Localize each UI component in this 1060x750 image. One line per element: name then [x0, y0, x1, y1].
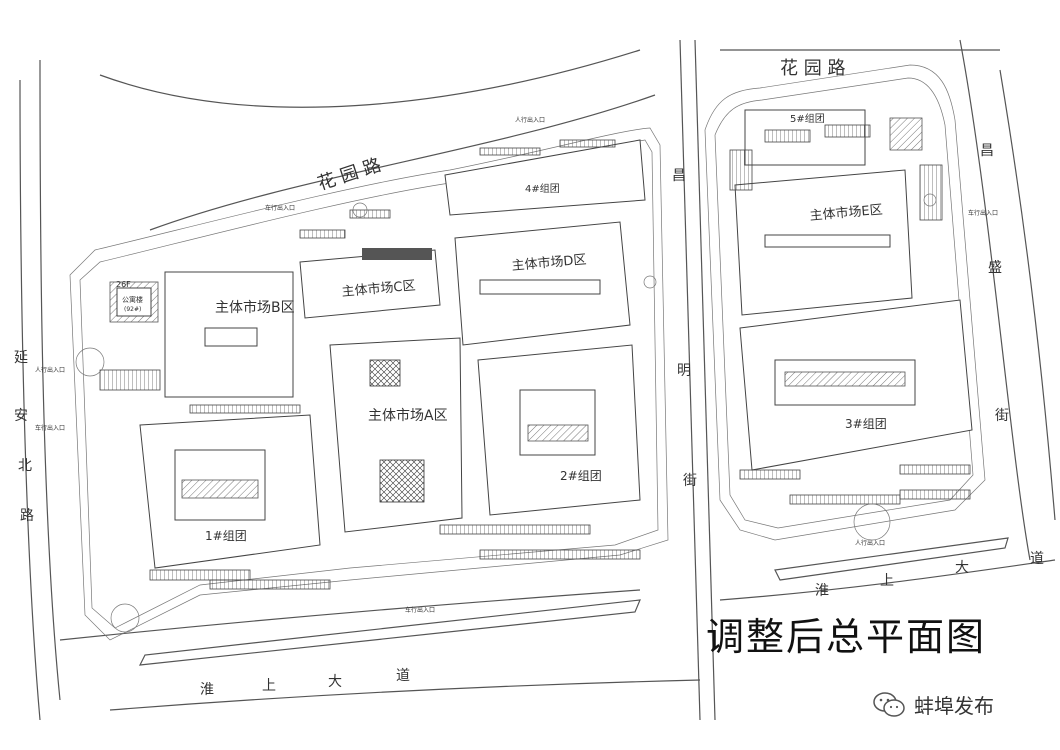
road-label-west-2: 安 [14, 408, 28, 424]
road-label-west-1: 延 [14, 350, 28, 366]
entrance-vehicle-east: 车行出入口 [968, 209, 998, 217]
zone-a-building [329, 337, 463, 533]
group-4-building [444, 139, 646, 216]
road-label-north-west: 花 园 路 [315, 155, 384, 195]
tower-name: 公寓楼 [122, 295, 143, 304]
road-label-east-1: 昌 [980, 143, 994, 159]
wechat-icon [873, 691, 905, 717]
zone-e-label: 主体市场E区 [809, 202, 883, 224]
entrance-vehicle-north: 车行出入口 [265, 204, 295, 212]
road-label-west-4: 路 [20, 508, 34, 524]
road-label-mid-2: 明 [677, 363, 691, 379]
entrance-pedestrian-north: 人行出入口 [515, 116, 545, 124]
road-label-south-east-4: 道 [1030, 551, 1044, 567]
zone-d-label: 主体市场D区 [511, 252, 587, 274]
road-label-mid-1: 昌 [672, 168, 686, 184]
entrance-pedestrian-west: 人行出入口 [35, 366, 65, 374]
tower-note: (92#) [124, 306, 141, 313]
west-site [69, 127, 669, 641]
group-5-label: 5#组团 [790, 112, 825, 125]
road-label-south-west-4: 道 [396, 668, 410, 684]
road-label-west-3: 北 [18, 458, 32, 474]
entrance-vehicle-south: 车行出入口 [405, 606, 435, 614]
group-2-label: 2#组团 [560, 469, 602, 483]
zone-b-label: 主体市场B区 [215, 299, 295, 316]
tower-floors: 26F [116, 280, 131, 289]
road-label-north-east: 花 园 路 [780, 58, 845, 79]
road-label-south-west-3: 大 [328, 674, 342, 690]
road-label-east-3: 街 [995, 408, 1009, 424]
road-label-south-west-1: 淮 [200, 682, 214, 698]
road-label-east-2: 盛 [988, 260, 1002, 276]
zone-a-label: 主体市场A区 [368, 407, 448, 424]
zone-c-label: 主体市场C区 [341, 278, 416, 300]
group-1-label: 1#组团 [205, 529, 247, 543]
drawing-title: 调整后总平面图 [706, 615, 987, 659]
group-4-label: 4#组团 [525, 182, 560, 195]
entrance-pedestrian-south-east: 人行出入口 [855, 539, 885, 547]
road-label-south-east-2: 上 [880, 573, 894, 589]
watermark: 蚌埠发布 [872, 690, 994, 719]
road-label-south-east-1: 淮 [815, 583, 829, 599]
road-network [19, 39, 1056, 721]
road-label-south-east-3: 大 [955, 560, 969, 576]
group-3-label: 3#组团 [845, 417, 887, 431]
road-label-mid-3: 街 [683, 473, 697, 489]
zone-labels: 主体市场B区 主体市场C区 主体市场D区 主体市场A区 主体市场E区 1#组团 … [35, 112, 998, 614]
entrance-vehicle-west: 车行出入口 [35, 424, 65, 432]
watermark-text: 蚌埠发布 [914, 694, 994, 718]
east-site [704, 64, 986, 541]
road-label-south-west-2: 上 [262, 678, 276, 694]
